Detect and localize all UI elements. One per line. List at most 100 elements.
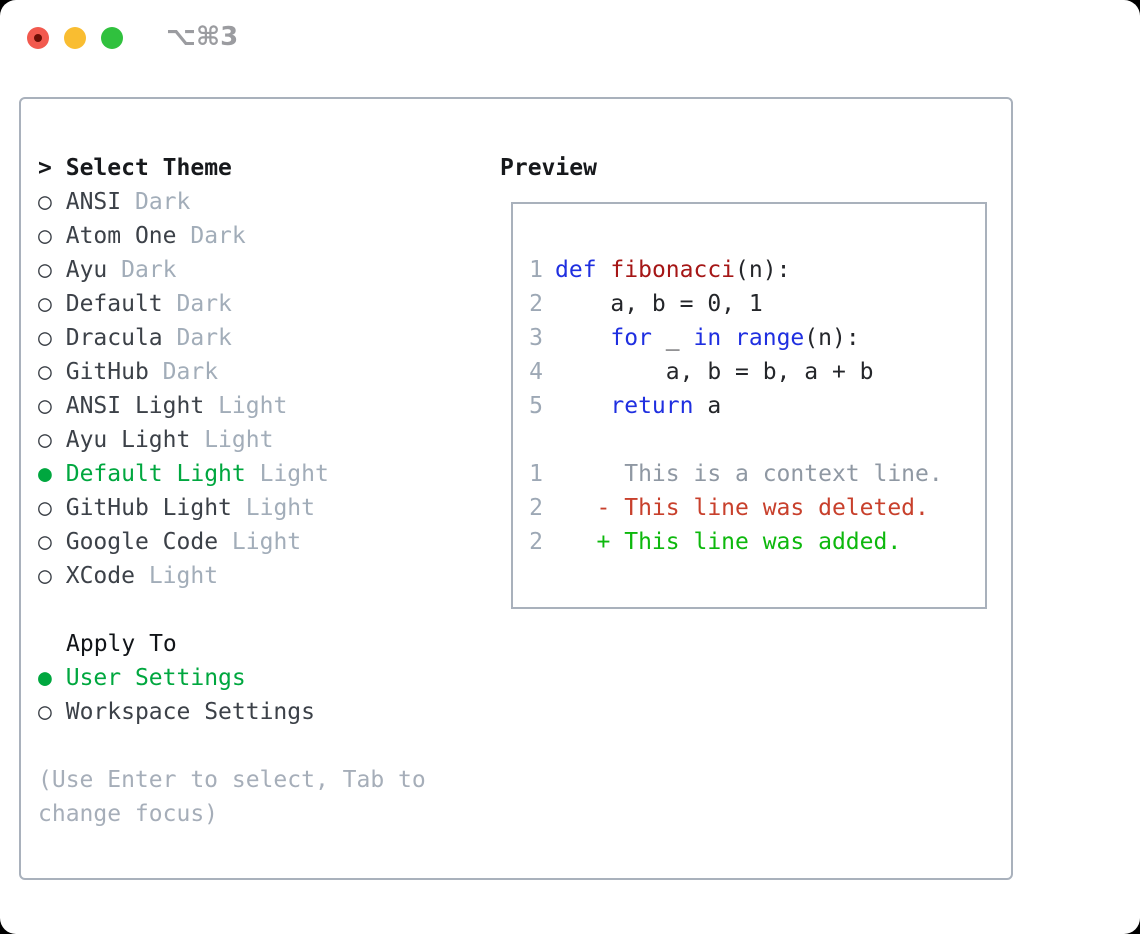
code-line: 2 - This line was deleted. [529, 491, 985, 525]
theme-option-list: ○ ANSI Dark○ Atom One Dark○ Ayu Dark○ De… [38, 185, 426, 593]
code-token-pl: a, b = 0, 1 [555, 291, 763, 317]
apply-to-option[interactable]: ● User Settings [38, 661, 426, 695]
code-line: 2 + This line was added. [529, 525, 985, 559]
theme-option-name: Atom One [65, 223, 177, 249]
theme-option[interactable]: ○ Default Dark [38, 287, 426, 321]
hint-text-line1: (Use Enter to select, Tab to [38, 767, 426, 793]
theme-picker-panel: > Select Theme ○ ANSI Dark○ Atom One Dar… [19, 97, 1013, 880]
radio-selected-icon: ● [38, 461, 52, 487]
theme-option-variant: Light [148, 563, 219, 589]
radio-empty-icon: ○ [38, 257, 52, 283]
radio-selected-icon: ● [38, 665, 52, 691]
theme-option-name: XCode [65, 563, 135, 589]
radio-empty-icon: ○ [38, 359, 52, 385]
code-line: 2 a, b = 0, 1 [529, 287, 985, 321]
code-line: 5 return a [529, 389, 985, 423]
theme-option-variant: Light [259, 461, 329, 487]
code-line: 4 a, b = b, a + b [529, 355, 985, 389]
line-number: 2 [529, 291, 543, 317]
theme-option-variant: Light [245, 495, 315, 521]
code-line [529, 423, 985, 457]
select-theme-header: > Select Theme [38, 151, 426, 185]
unsaved-indicator-dot [34, 34, 42, 42]
radio-empty-icon: ○ [38, 291, 52, 317]
select-theme-header-label: Select Theme [65, 155, 232, 181]
code-token-pl [597, 257, 611, 283]
theme-option-name: ANSI [65, 189, 122, 215]
apply-to-option-list: ● User Settings○ Workspace Settings [38, 661, 426, 729]
window-title: ⌥⌘3 [166, 22, 239, 52]
code-token-add: + This line was added. [555, 529, 902, 555]
theme-selector: > Select Theme ○ ANSI Dark○ Atom One Dar… [38, 151, 426, 831]
close-button[interactable] [27, 27, 49, 49]
radio-empty-icon: ○ [38, 529, 52, 555]
theme-option-variant: Dark [134, 189, 191, 215]
code-token-kw: return [610, 393, 694, 419]
radio-empty-icon: ○ [38, 563, 52, 589]
maximize-button[interactable] [101, 27, 123, 49]
spacer [38, 593, 426, 627]
theme-option[interactable]: ○ ANSI Dark [38, 185, 426, 219]
radio-empty-icon: ○ [38, 427, 52, 453]
line-number: 2 [529, 495, 543, 521]
code-token-kw: for [610, 325, 652, 351]
code-token-del: - This line was deleted. [555, 495, 929, 521]
code-token-pl: (n): [804, 325, 860, 351]
radio-empty-icon: ○ [38, 699, 52, 725]
theme-option[interactable]: ○ GitHub Dark [38, 355, 426, 389]
radio-empty-icon: ○ [38, 495, 52, 521]
titlebar: ⌥⌘3 [0, 0, 1140, 74]
theme-option-name: GitHub [65, 359, 149, 385]
code-token-kw: range [735, 325, 805, 351]
line-number: 2 [529, 529, 543, 555]
theme-option[interactable]: ○ XCode Light [38, 559, 426, 593]
theme-option[interactable]: ○ Ayu Light Light [38, 423, 426, 457]
theme-option-name: GitHub Light [65, 495, 232, 521]
theme-option[interactable]: ○ Atom One Dark [38, 219, 426, 253]
code-token-ctx: This is a context line. [555, 461, 943, 487]
theme-option-variant: Light [204, 427, 274, 453]
theme-option-variant: Light [231, 529, 302, 555]
apply-to-header: Apply To [66, 631, 177, 657]
theme-option-variant: Dark [162, 359, 219, 385]
theme-option-variant: Light [218, 393, 288, 419]
theme-option-variant: Dark [176, 325, 232, 351]
theme-option-variant: Dark [176, 291, 232, 317]
apply-to-option[interactable]: ○ Workspace Settings [38, 695, 426, 729]
line-number: 1 [529, 461, 543, 487]
cursor-arrow-icon: > [38, 155, 52, 181]
spacer [38, 729, 426, 763]
theme-option[interactable]: ○ ANSI Light Light [38, 389, 426, 423]
radio-empty-icon: ○ [38, 393, 52, 419]
theme-option-name: Default Light [65, 461, 246, 487]
apply-to-option-label: User Settings [65, 665, 246, 691]
minimize-button[interactable] [64, 27, 86, 49]
theme-option-variant: Dark [190, 223, 246, 249]
theme-option-name: ANSI Light [65, 393, 205, 419]
preview-header: Preview [500, 155, 597, 181]
theme-option[interactable]: ○ Ayu Dark [38, 253, 426, 287]
theme-option[interactable]: ○ GitHub Light Light [38, 491, 426, 525]
line-number: 4 [529, 359, 543, 385]
code-token-pl: a [693, 393, 722, 419]
theme-option[interactable]: ○ Google Code Light [38, 525, 426, 559]
theme-option[interactable]: ● Default Light Light [38, 457, 426, 491]
code-line: 3 for _ in range(n): [529, 321, 985, 355]
code-token-pl [721, 325, 735, 351]
code-token-pl [555, 325, 610, 351]
code-token-pl [555, 393, 610, 419]
hint-text-line2: change focus) [38, 801, 219, 827]
code-line: 1 This is a context line. [529, 457, 985, 491]
theme-option-name: Ayu Light [65, 427, 191, 453]
theme-option-variant: Dark [121, 257, 177, 283]
theme-option-name: Ayu [65, 257, 108, 283]
apply-to-option-label: Workspace Settings [65, 699, 315, 725]
code-token-pl: (n): [735, 257, 791, 283]
radio-empty-icon: ○ [38, 325, 52, 351]
theme-option-name: Dracula [65, 325, 163, 351]
code-token-pl: _ [651, 325, 694, 351]
theme-option[interactable]: ○ Dracula Dark [38, 321, 426, 355]
